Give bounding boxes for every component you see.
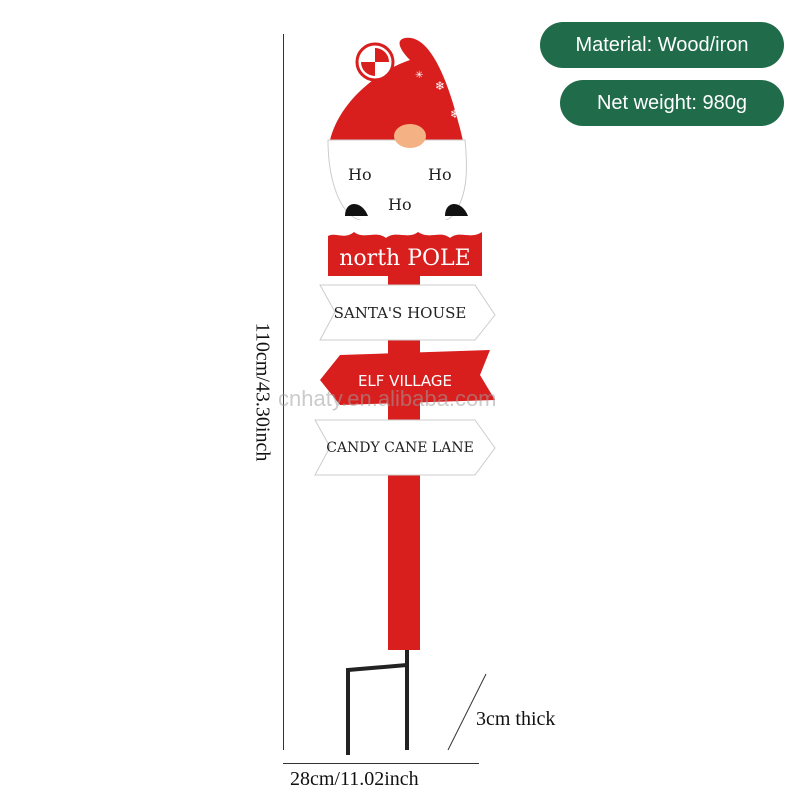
svg-text:❄: ❄ [435, 79, 445, 93]
arrow-santas-house: SANTA'S HOUSE [319, 284, 496, 341]
arrow-text-candy: CANDY CANE LANE [326, 440, 474, 456]
arrow-text-santa: SANTA'S HOUSE [334, 304, 467, 322]
gnome-hat: ❄ ❄ ✳ [330, 37, 465, 150]
north-pole-sign-illustration: ❄ ❄ ✳ Ho Ho Ho north POLE SANTA'S HOUSE … [314, 37, 496, 755]
gnome-beard: Ho Ho Ho [327, 124, 468, 228]
arrow-candy-cane: CANDY CANE LANE [314, 419, 496, 476]
hat-text-1: Ho [348, 165, 372, 184]
height-label: 110cm/43.30inch [251, 322, 274, 462]
hat-text-2: Ho [428, 165, 452, 184]
svg-text:✳: ✳ [415, 70, 423, 81]
svg-text:❄: ❄ [450, 107, 460, 121]
north-pole-text: north POLE [339, 246, 470, 271]
arrow-elf-village: ELF VILLAGE [320, 350, 495, 405]
thickness-label: 3cm thick [476, 708, 556, 730]
north-pole-plank: north POLE [328, 220, 482, 276]
watermark: cnhaty.en.alibaba.com [278, 386, 497, 411]
hat-text-3: Ho [388, 195, 412, 214]
arrow-text-elf: ELF VILLAGE [358, 372, 452, 390]
width-label: 28cm/11.02inch [290, 768, 419, 790]
weight-badge: Net weight: 980g [560, 80, 784, 126]
material-badge: Material: Wood/iron [540, 22, 784, 68]
weight-text: Net weight: 980g [596, 91, 748, 114]
material-text: Material: Wood/iron [575, 33, 749, 56]
thickness-indicator-line [447, 673, 487, 751]
height-dimension-line [283, 34, 284, 750]
metal-stake [346, 640, 409, 755]
width-dimension-line [283, 763, 479, 764]
